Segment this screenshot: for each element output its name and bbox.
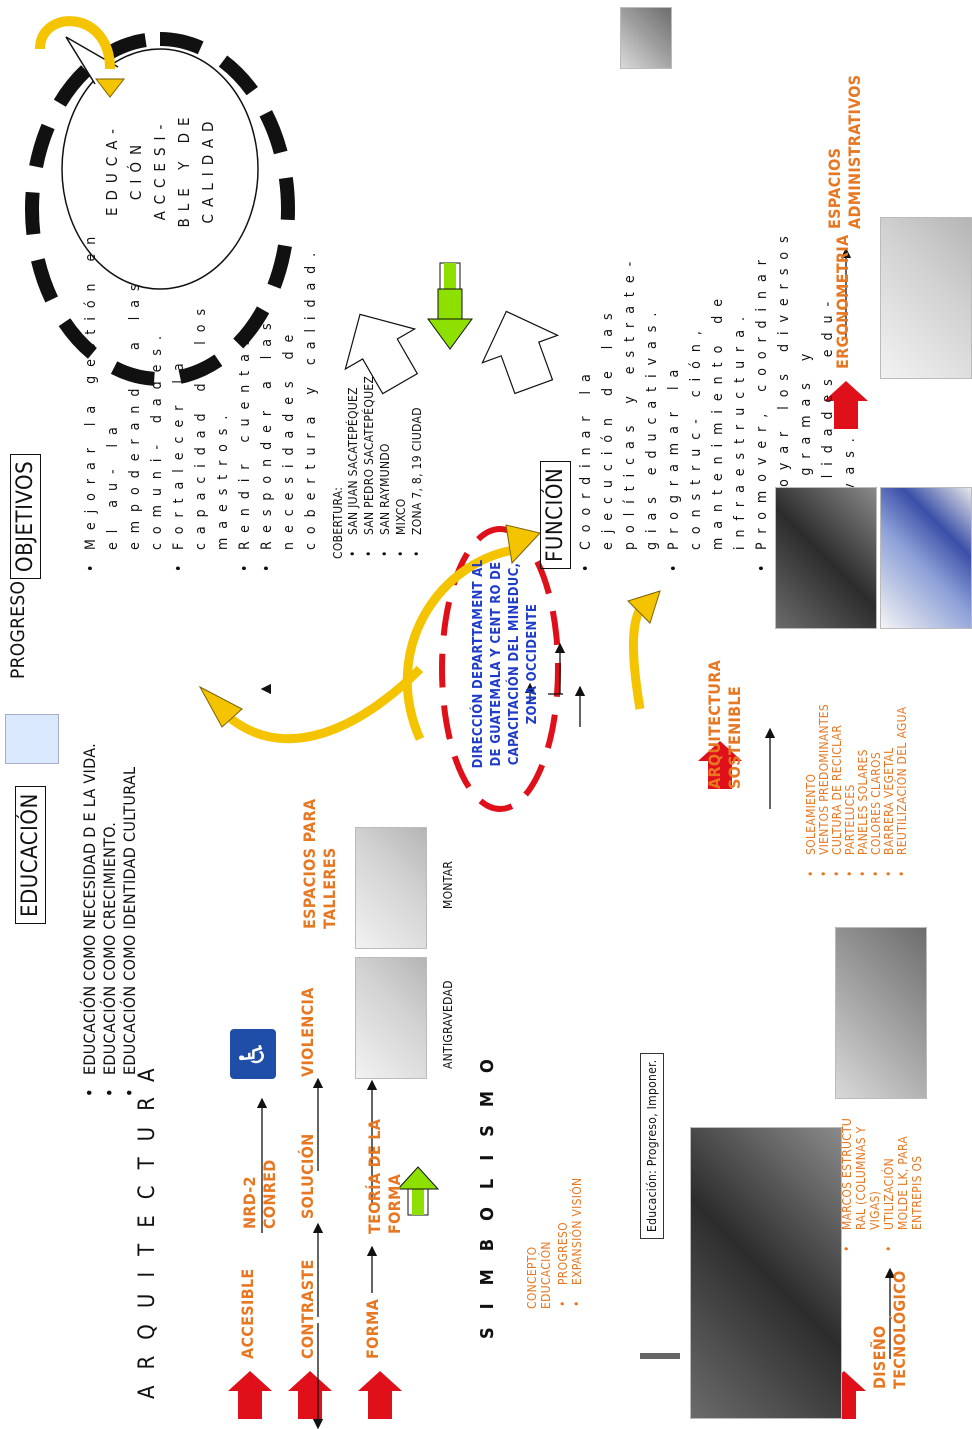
concepto-item: EXPANSIÓN VISIÓN [570,1178,584,1309]
montar-label: MONTAR [441,860,455,909]
ergonomic-furniture-photo [880,217,972,379]
title-simbolismo: SIMBOLISMO [477,1041,498,1339]
cobertura-item: SAN JUAN SACATEPÉQUEZ [345,376,361,559]
flow-teoria: TEORÍA DE LA FORMA [365,1118,404,1234]
objetivo-item: Rendir cuentas. [234,219,256,574]
red-dashed-ellipse [439,526,561,812]
title-arquitectura: ARQUITECTURA [135,1052,160,1399]
tecnologico-item: MARCOS ESTRUCTU RAL (COLUMNAS Y VIGAS) [840,1114,882,1254]
cobertura-item: SAN RAYMUNDO [377,376,393,559]
cobertura-list: SAN JUAN SACATEPÉQUEZ SAN PEDRO SACATEPÉ… [345,376,425,559]
dashed-ellipse [25,32,295,386]
title-progreso: PROGRESO [7,580,29,679]
tecnologico-item: UTILIZACIÓN MOLDE LK, PARA ENTREPIS OS [882,1114,924,1254]
objetivo-item: Fortalecer la capacidad de los maestros. [168,219,234,574]
sostenible-item: REUTILIZACIÓN DEL AGUA [895,704,909,879]
espacios-admin-label: ESPACIOS ADMINISTRATIVOS [825,74,864,229]
antigravedad-image [355,957,427,1079]
cobertura-item: SAN PEDRO SACATEPÉQUEZ [361,376,377,559]
title-educacion: EDUCACIÓN [15,786,46,924]
flow-nrd: NRD-2 CONRED [240,1159,279,1229]
title-objetivos: OBJETIVOS [10,453,41,579]
montar-image [355,827,427,949]
yellow-curve-arrow-1 [35,16,115,70]
objetivo-item: Mejorar la gestión en el au- la empodera… [80,219,168,574]
structure-photo [835,927,927,1099]
cobertura-item: MIXCO [393,376,409,559]
sostenible-title: ARQUITECTURA SOSTENIBLE [705,659,744,789]
green-arrow-cobertura [427,262,473,350]
funcion-item: Coordinar la ejecución de las políticas … [575,224,663,574]
sostenible-list: SOLEAMIENTO VIENTOS PREDOMINANTES CULTUR… [804,704,909,879]
flow-violencia: VIOLENCIA [298,987,317,1077]
educacion-list: EDUCACIÓN COMO NECESIDAD D E LA VIDA. ED… [80,729,140,1099]
hollow-arrow-2 [481,310,560,395]
flow-accesible: ACCESIBLE [238,1268,257,1360]
diseno-tecnologico-title: DISEÑO TECNOLÓGICO [870,1270,909,1389]
funcion-item: Programar la construc- ción, mantenimien… [663,224,751,574]
building-photo [690,1127,842,1419]
concepto-title: CONCEPTO EDUCACIÓN [525,1241,553,1309]
objetivos-list: Mejorar la gestión en el au- la empodera… [80,219,322,574]
concepto-item: PROGRESO [556,1178,570,1309]
concepto-list: PROGRESO EXPANSIÓN VISIÓN [556,1178,584,1309]
title-funcion: FUNCIÓN [540,460,571,569]
flow-solucion: SOLUCIÓN [298,1133,317,1220]
wheelchair-icon: ♿ [230,1029,276,1079]
guatemala-map-icon [5,714,59,764]
tower-photo [775,487,877,629]
educacion-item: EDUCACIÓN COMO CRECIMIENTO. [100,729,120,1099]
antigravedad-label: ANTIGRAVEDAD [441,980,455,1069]
objetivo-item: Responder a las necesidades de cobertura… [256,219,322,574]
callout-box: Educación: Progreso, Imponer. [640,1052,664,1239]
people-photo [620,7,672,69]
educacion-item: EDUCACIÓN COMO IDENTIDAD CULTURAL [120,729,140,1099]
cobertura-item: ZONA 7, 8, 19 CIUDAD [409,376,425,559]
ergonometria-label: ERGONOMETRIA [833,234,852,369]
bubble-text: EDUCA- CIÓN ACCESI- BLE Y DE CALIDAD [103,110,217,228]
flow-espacios-talleres: ESPACIOS PARA TALLERES [300,798,339,929]
flow-contraste: CONTRASTE [298,1259,317,1359]
center-title: DIRECCIÓN DEPARTTAMENT AL DE GUATEMALA Y… [471,559,540,769]
stairs-icon [640,1313,680,1359]
hollow-arrow-1 [344,313,419,395]
tecnologico-list: MARCOS ESTRUCTU RAL (COLUMNAS Y VIGAS) U… [840,1114,924,1254]
cobertura-label: COBERTURA: [331,486,345,559]
educacion-item: EDUCACIÓN COMO NECESIDAD D E LA VIDA. [80,729,100,1099]
solar-diagram [880,487,972,629]
speech-bubble-tail [65,36,119,85]
flow-forma: FORMA [363,1298,382,1359]
green-arrow-simbolismo [396,1166,440,1216]
